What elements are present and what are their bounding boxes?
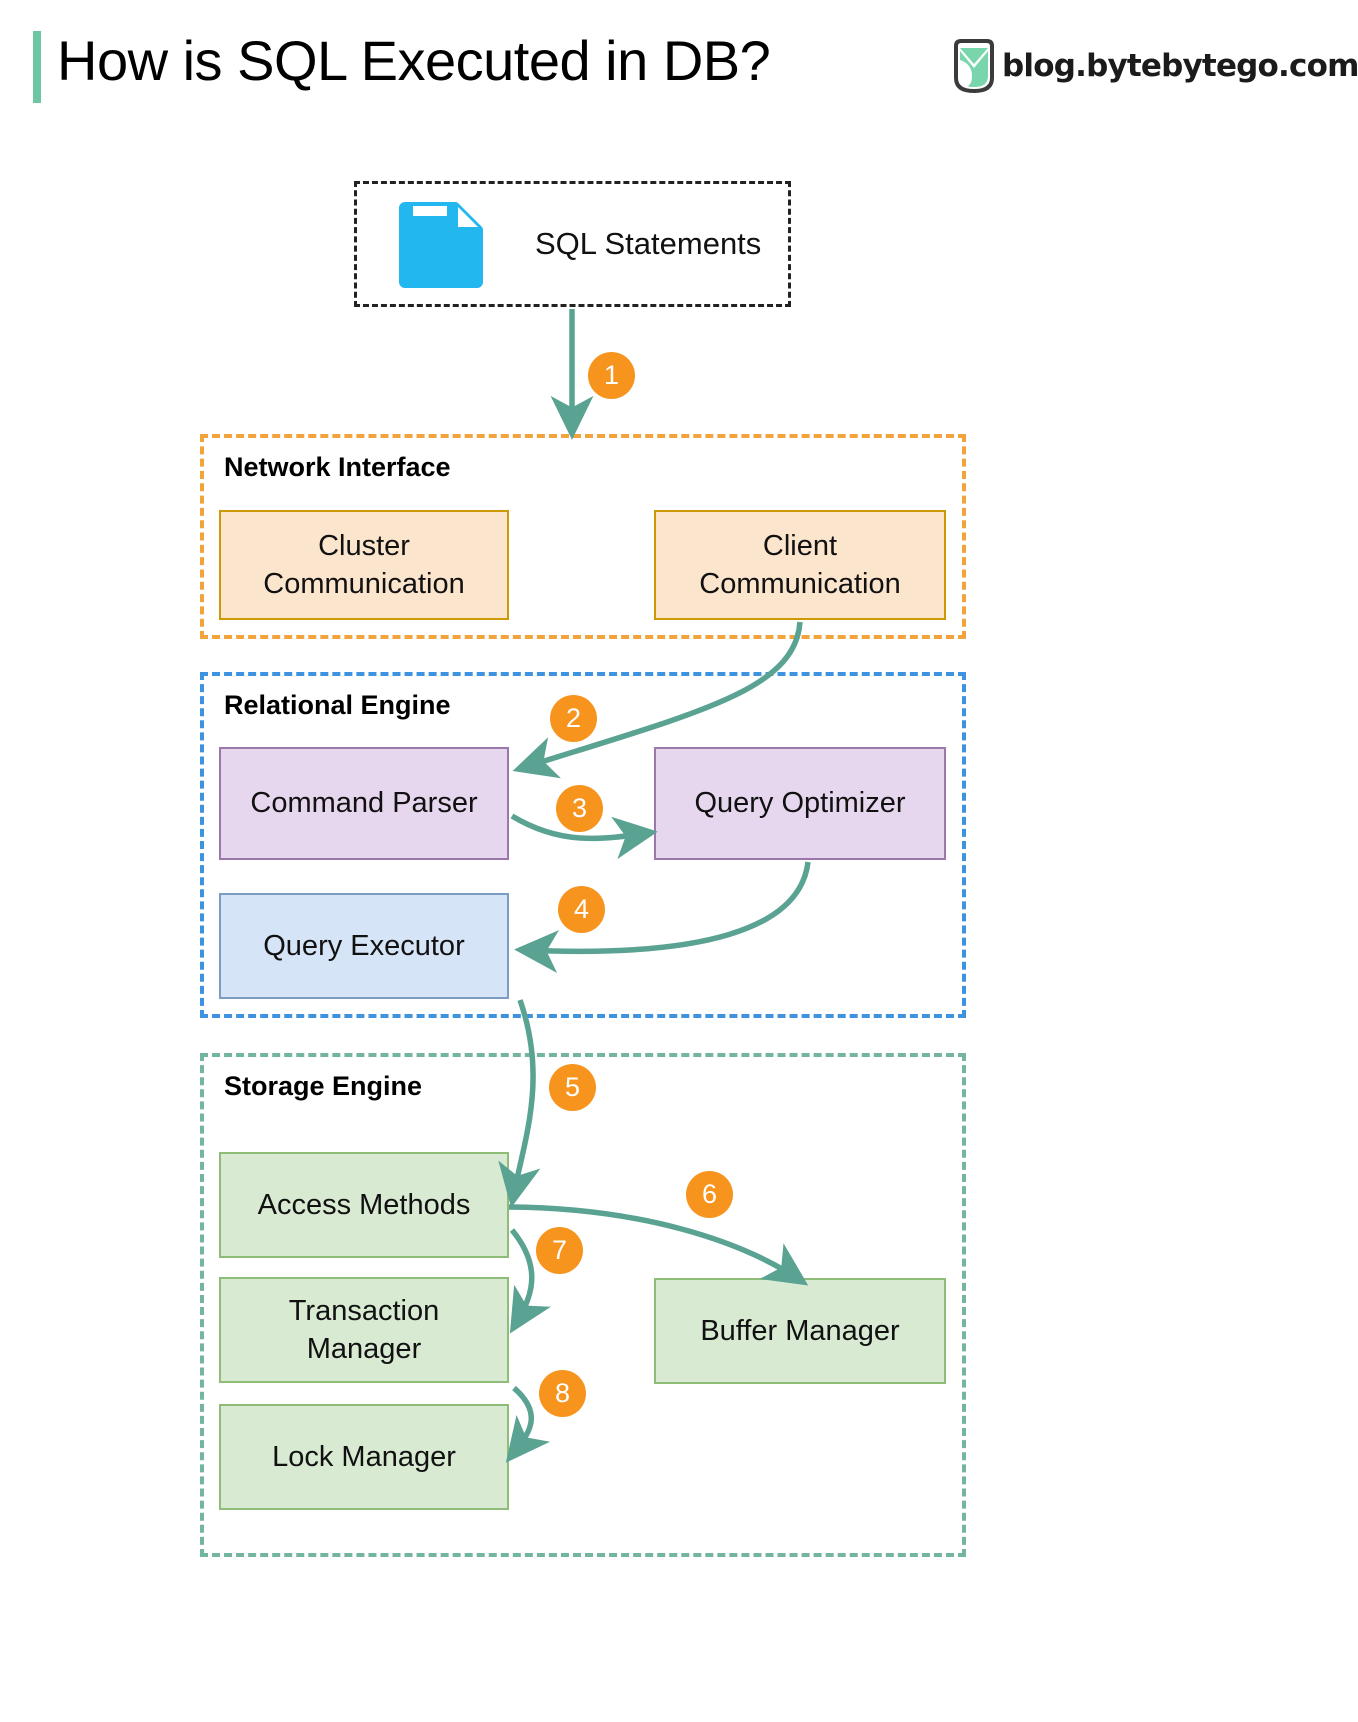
node-cluster-communication[interactable]: Cluster Communication xyxy=(219,510,509,620)
bytebytego-logo-icon xyxy=(954,39,994,94)
step-badge-6: 6 xyxy=(686,1171,733,1218)
node-query-optimizer[interactable]: Query Optimizer xyxy=(654,747,946,860)
step-badge-7: 7 xyxy=(536,1227,583,1274)
step-badge-2: 2 xyxy=(550,695,597,742)
step-badge-1: 1 xyxy=(588,352,635,399)
sql-statements-box: SQL Statements xyxy=(354,181,791,307)
step-badge-5: 5 xyxy=(549,1064,596,1111)
node-client-communication[interactable]: Client Communication xyxy=(654,510,946,620)
title-accent-bar xyxy=(33,31,41,103)
page-header: How is SQL Executed in DB? blog.bytebyte… xyxy=(0,0,1358,130)
node-buffer-manager[interactable]: Buffer Manager xyxy=(654,1278,946,1384)
node-lock-manager[interactable]: Lock Manager xyxy=(219,1404,509,1510)
sql-statements-label: SQL Statements xyxy=(535,226,762,261)
node-command-parser[interactable]: Command Parser xyxy=(219,747,509,860)
zone-network-interface-title: Network Interface xyxy=(224,452,451,482)
step-badge-8: 8 xyxy=(539,1370,586,1417)
step-badge-3: 3 xyxy=(556,785,603,832)
zone-storage-engine: Storage Engine xyxy=(200,1053,966,1557)
step-badge-4: 4 xyxy=(558,886,605,933)
node-transaction-manager[interactable]: Transaction Manager xyxy=(219,1277,509,1383)
zone-relational-engine-title: Relational Engine xyxy=(224,690,451,720)
document-icon xyxy=(399,201,484,288)
node-query-executor[interactable]: Query Executor xyxy=(219,893,509,999)
page-title: How is SQL Executed in DB? xyxy=(57,29,771,92)
brand-url: blog.bytebytego.com xyxy=(1002,48,1358,84)
zone-storage-engine-title: Storage Engine xyxy=(224,1071,423,1101)
node-access-methods[interactable]: Access Methods xyxy=(219,1152,509,1258)
brand-badge: blog.bytebytego.com xyxy=(952,38,1358,94)
